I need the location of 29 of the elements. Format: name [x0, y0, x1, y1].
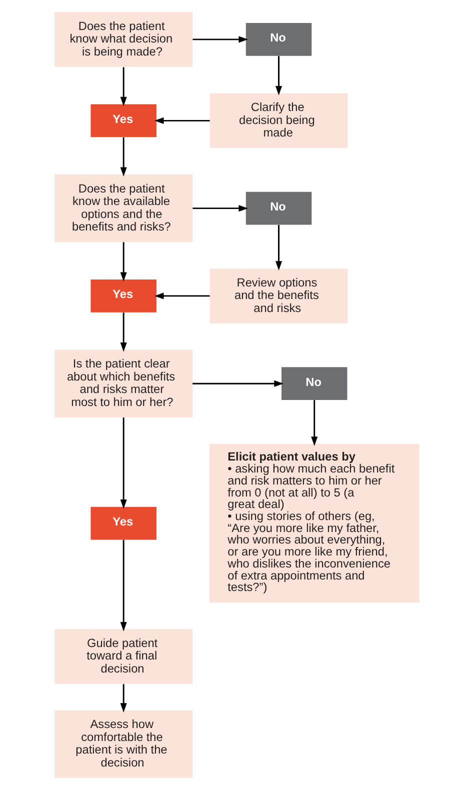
node-box: No [246, 192, 312, 225]
node-box: Does the patient know what decision is being made? [54, 12, 192, 67]
node-box: Is the patient clear about which benefits and risks matter most to him or her? [54, 350, 192, 418]
arrow [311, 400, 318, 446]
arrow [192, 36, 248, 43]
arrow [192, 380, 284, 387]
node-box: No [246, 23, 312, 56]
node-box: Elicit patient values by • asking how much each benefit and risk matters to him or her from 0 (not at all) to 5 (a great deal) • using stories of others (eg, “Are you more like my father, who worries about everything, or are you more like my friend, who dislikes the inconvenience of extra appointments and tests?”) [209, 444, 420, 603]
arrow [120, 137, 127, 177]
arrow [120, 312, 127, 352]
node-box: Yes [90, 506, 156, 540]
arrow [120, 540, 127, 632]
arrow [276, 56, 282, 96]
node-box: Does the patient know the available options and the benefits and risks? [54, 174, 192, 242]
arrow [192, 205, 248, 212]
node-box: No [282, 367, 348, 400]
arrow [120, 418, 127, 509]
node-box: Guide patient toward a final decision [54, 629, 192, 684]
arrow [154, 292, 210, 300]
node-box: Yes [90, 280, 156, 312]
arrow [120, 684, 127, 712]
arrow [276, 224, 282, 270]
node-box: Assess how comfortable the patient is with the decision [54, 710, 192, 778]
node-box: Review options and the benefits and risks [210, 268, 348, 324]
arrow [120, 67, 127, 106]
arrow [154, 117, 210, 124]
arrow [120, 242, 127, 282]
node-box: Yes [90, 104, 156, 138]
node-box: Clarify the decision being made [210, 93, 348, 148]
